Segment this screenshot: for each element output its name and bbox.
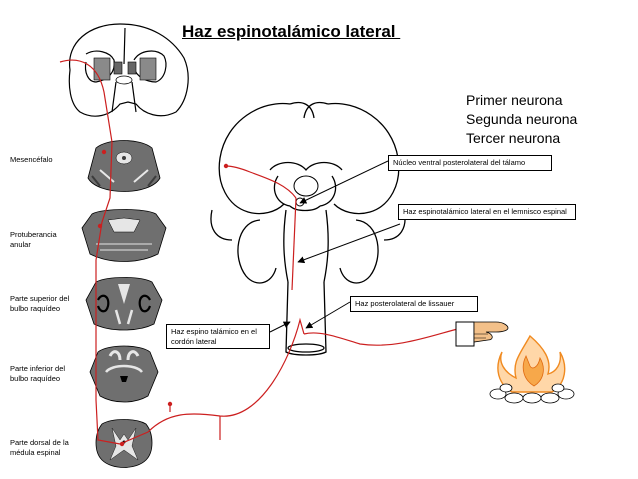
midbrain-section — [87, 140, 161, 192]
legend-third-neuron: Tercer neurona — [466, 130, 561, 146]
label-midbrain: Mesencéfalo — [10, 155, 53, 164]
legend-first-neuron: Primer neurona — [466, 92, 563, 108]
label-spinal-cord: Parte dorsal de la médula espinal — [10, 438, 69, 457]
callout-lateral-cord-tract: Haz espino talámico en el cordón lateral — [166, 324, 270, 349]
fire-icon — [489, 334, 575, 404]
pons-section — [81, 209, 167, 262]
label-upper-medulla: Parte superior del bulbo raquídeo — [10, 294, 70, 313]
large-brain-outline — [210, 101, 406, 356]
callout-arrows — [269, 160, 401, 333]
label-lower-medulla: Parte inferior del bulbo raquídeo — [10, 364, 66, 383]
callout-thalamus-nucleus: Núcleo ventral posterolateral del tálamo — [388, 155, 552, 171]
pain-pathway — [59, 59, 471, 445]
page-title: Haz espinotalámico lateral — [182, 22, 401, 41]
label-pons: Protuberancia anular — [10, 230, 57, 249]
lower-medulla-section — [89, 345, 159, 403]
pathway-terminals — [97, 149, 229, 447]
callout-lemniscus-tract: Haz espinotalámico lateral en el lemnisc… — [398, 204, 576, 220]
upper-medulla-section — [85, 277, 163, 331]
legend-second-neuron: Segunda neurona — [466, 111, 578, 127]
callout-lissauer-tract: Haz posterolateral de lissauer — [350, 296, 478, 312]
pointing-hand-icon — [455, 321, 509, 347]
